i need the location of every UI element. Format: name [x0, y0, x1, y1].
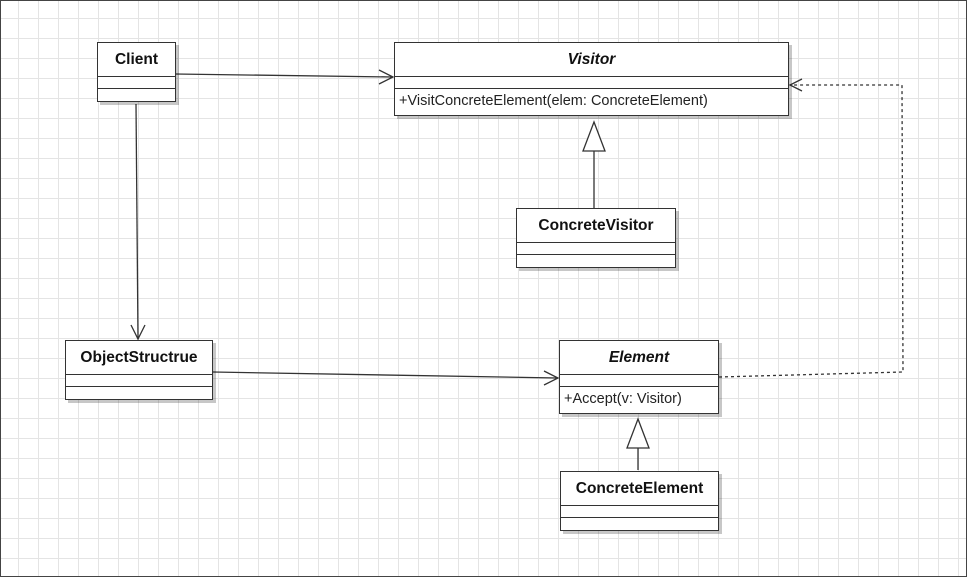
client-to-visitor-association[interactable] [174, 69, 395, 85]
objectstructure-operations [66, 387, 212, 399]
element-class[interactable]: Element +Accept(v: Visitor) [559, 340, 719, 414]
visitor-class-name: Visitor [395, 43, 788, 77]
visitor-attributes [395, 77, 788, 89]
concreteelement-to-element-generalization[interactable] [626, 417, 650, 470]
element-attributes [560, 375, 718, 387]
objectstructure-class[interactable]: ObjectStructrue [65, 340, 213, 400]
element-to-visitor-dependency[interactable] [718, 78, 904, 378]
concreteelement-class[interactable]: ConcreteElement [560, 471, 719, 531]
visitor-operation: +VisitConcreteElement(elem: ConcreteElem… [399, 93, 708, 109]
objectstructure-attributes [66, 375, 212, 387]
objectstructure-class-name: ObjectStructrue [66, 341, 212, 375]
concretevisitor-to-visitor-generalization[interactable] [582, 120, 606, 208]
client-operations [98, 89, 175, 101]
concretevisitor-operations [517, 255, 675, 267]
client-attributes [98, 77, 175, 89]
concretevisitor-class-name: ConcreteVisitor [517, 209, 675, 243]
element-operation: +Accept(v: Visitor) [564, 391, 682, 407]
concreteelement-operations [561, 518, 718, 530]
concretevisitor-attributes [517, 243, 675, 255]
concretevisitor-class[interactable]: ConcreteVisitor [516, 208, 676, 268]
concreteelement-attributes [561, 506, 718, 518]
concreteelement-class-name: ConcreteElement [561, 472, 718, 506]
objectstructure-to-element-association[interactable] [212, 370, 560, 386]
client-class[interactable]: Client [97, 42, 176, 102]
element-class-name: Element [560, 341, 718, 375]
client-to-objectstructure-association[interactable] [130, 103, 146, 341]
visitor-class[interactable]: Visitor +VisitConcreteElement(elem: Conc… [394, 42, 789, 116]
client-class-name: Client [98, 43, 175, 77]
